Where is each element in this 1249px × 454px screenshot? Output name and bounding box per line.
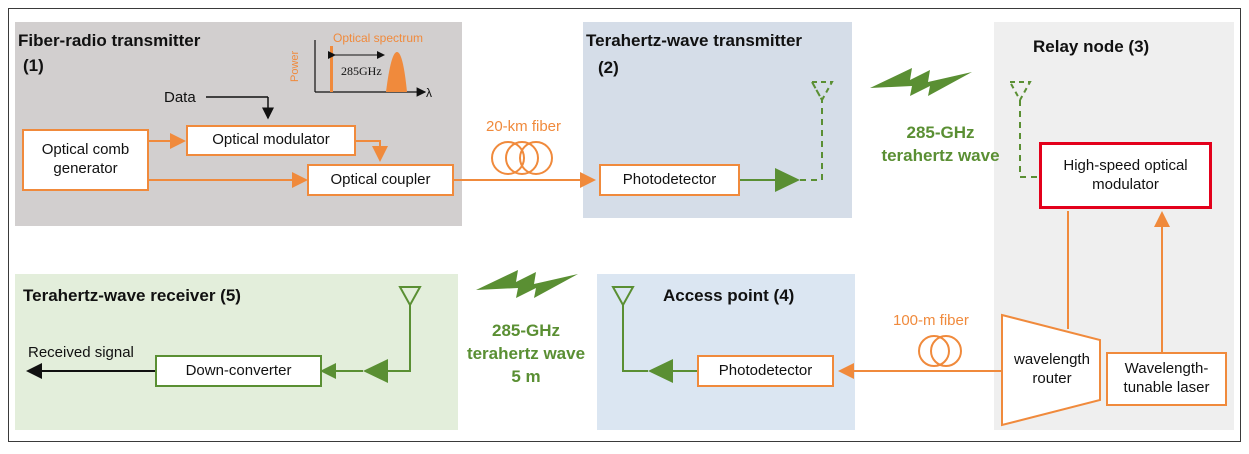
- relay-title: Relay node (3): [1033, 37, 1150, 56]
- thz-wave-label-bottom: 285-GHz terahertz wave 5 m: [466, 321, 586, 386]
- high-speed-optical-modulator: High-speed optical modulator: [1039, 142, 1212, 209]
- amplifier-tx: [775, 168, 800, 192]
- photodetector-tx: Photodetector: [599, 164, 740, 196]
- optical-modulator: Optical modulator: [186, 125, 356, 156]
- rx-antenna-feed: [388, 305, 411, 372]
- photodetector-ap: Photodetector: [697, 355, 834, 387]
- wavelength-router-shape: [1001, 313, 1101, 427]
- fiber-radio-tx-number: (1): [23, 56, 44, 75]
- relay-antenna-icon: [1008, 81, 1032, 103]
- spectrum-band: [386, 52, 407, 92]
- spectrum-line-1: [330, 46, 333, 92]
- amplifier-rx: [363, 359, 388, 383]
- optical-spectrum-inset: [314, 40, 427, 97]
- thz-rx-region: [15, 274, 458, 430]
- access-region: [597, 274, 855, 430]
- ap-antenna-feed: [622, 305, 648, 372]
- thz-bolt-bottom: [476, 270, 578, 298]
- optical-coupler: Optical coupler: [307, 164, 454, 196]
- thz-wave-label-top: 285-GHz terahertz wave: [881, 123, 1000, 165]
- ap-antenna-icon: [611, 286, 635, 308]
- data-label: Data: [164, 89, 196, 106]
- tx-antenna-feed: [800, 100, 823, 181]
- rx-antenna-icon: [398, 286, 422, 308]
- amplifier-ap: [648, 359, 673, 383]
- wavelength-router-label: wavelength router: [1014, 351, 1090, 387]
- wavelength-tunable-laser: Wavelength-tunable laser: [1106, 352, 1227, 406]
- access-point-title: Access point (4): [663, 286, 795, 305]
- spectrum-title: Optical spectrum: [333, 31, 424, 45]
- fiber-20km-label: 20-km fiber: [486, 118, 562, 135]
- down-converter: Down-converter: [155, 355, 322, 387]
- spectrum-spacing: 285GHz: [341, 64, 382, 78]
- fiber-20km-coil: [491, 141, 553, 175]
- received-signal-label: Received signal: [28, 344, 134, 361]
- thz-tx-number: (2): [598, 58, 619, 77]
- diagram-frame: [8, 8, 1241, 442]
- mod-to-coupler: [356, 140, 388, 162]
- tx-antenna-icon: [810, 81, 834, 103]
- fiber-100m-label: 100-m fiber: [893, 312, 969, 329]
- fiber-100m-coil: [918, 335, 962, 367]
- thz-rx-title: Terahertz-wave receiver (5): [23, 286, 241, 305]
- fiber-radio-tx-title: Fiber-radio transmitter: [18, 31, 201, 50]
- optical-comb-generator: Optical comb generator: [22, 129, 149, 191]
- thz-tx-title: Terahertz-wave transmitter: [586, 31, 803, 50]
- spectrum-x-label: λ: [426, 86, 432, 100]
- spectrum-y-label: Power: [289, 50, 301, 82]
- thz-bolt-top: [870, 68, 972, 96]
- relay-antenna-feed: [1019, 100, 1038, 178]
